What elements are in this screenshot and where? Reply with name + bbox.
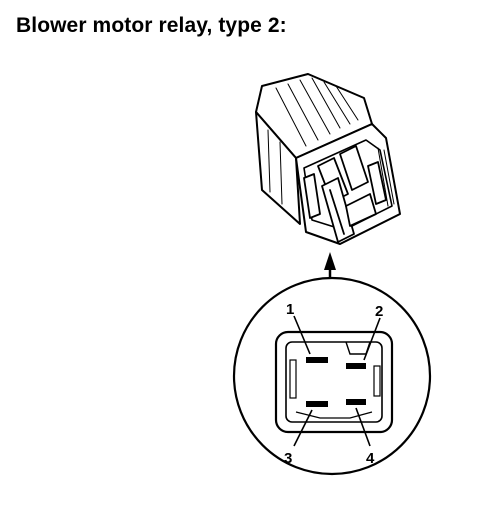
relay-body (255, 73, 401, 245)
page-title: Blower motor relay, type 2: (16, 14, 287, 37)
pin-label-1: 1 (286, 301, 294, 318)
pin-label-4: 4 (366, 450, 375, 467)
relay-terminals (303, 145, 387, 243)
relay-top-texture (275, 77, 359, 147)
pin-label-2: 2 (375, 303, 383, 320)
connector-bottom-lip (295, 411, 373, 419)
relay-side-texture (267, 129, 283, 205)
connector-magnified-view: 1 2 3 4 (232, 276, 432, 476)
relay-side-face (255, 111, 301, 225)
connector-housing-outer (274, 330, 394, 434)
pin-4-terminal (346, 399, 366, 405)
connector-side-slot-left (289, 359, 297, 399)
pin-1-terminal (306, 357, 328, 363)
pin-3-terminal (306, 401, 328, 407)
pin-leader-lines (293, 315, 381, 447)
connector-housing-inner (285, 341, 383, 423)
connector-side-slot-right (373, 365, 381, 397)
pin-2-terminal (346, 363, 366, 369)
pin-label-3: 3 (284, 450, 292, 467)
relay-shading (377, 147, 395, 207)
